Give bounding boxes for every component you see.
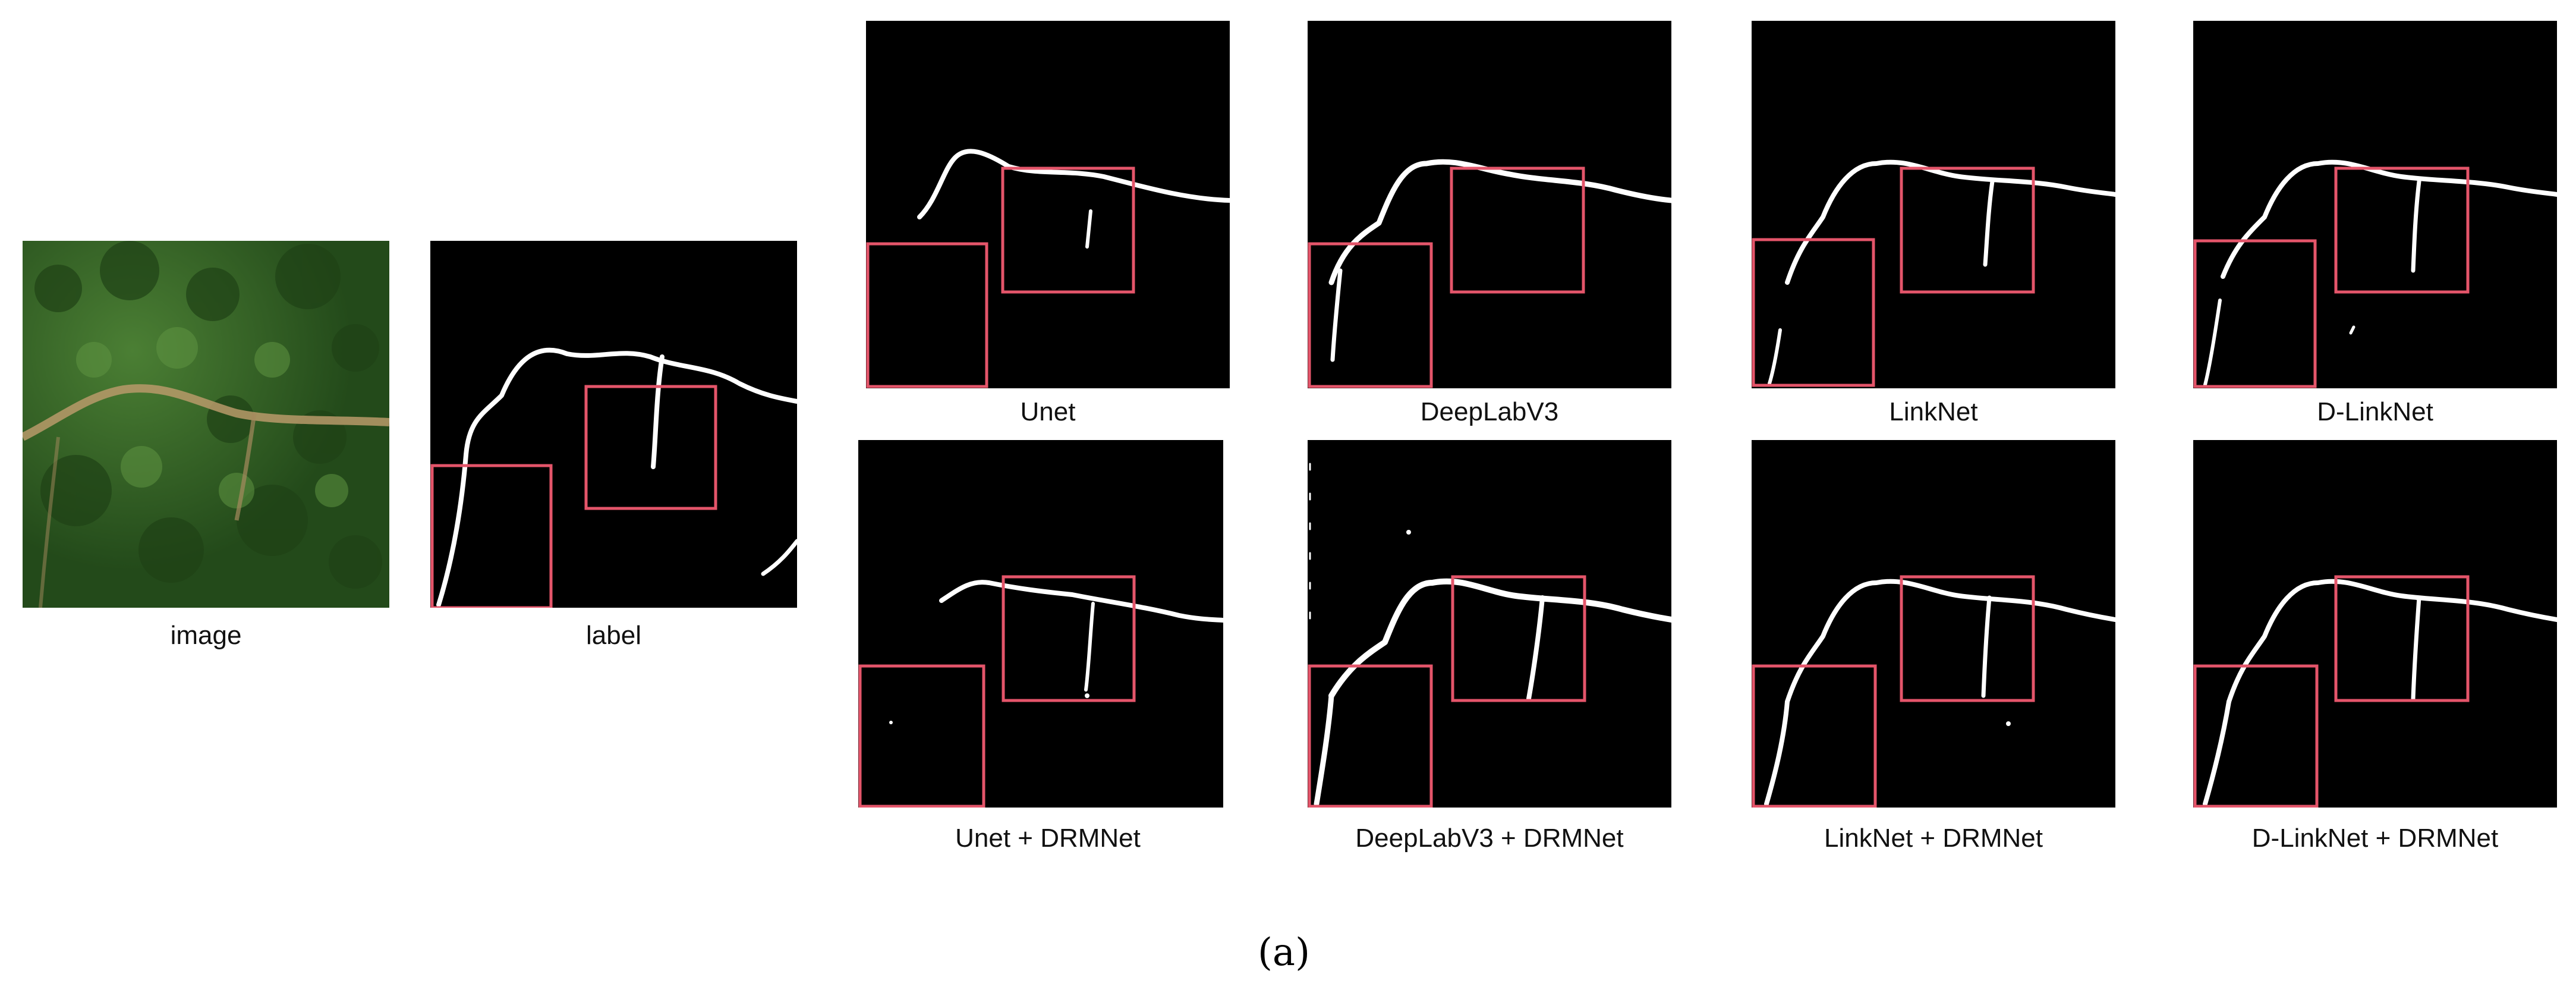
caption-d-linknet-drmnet: D-LinkNet + DRMNet (2251, 824, 2499, 853)
prediction-linknet (1752, 21, 2115, 388)
linknet-mask-art (1752, 159, 2115, 387)
prediction-d-linknet (2193, 21, 2557, 388)
prediction-deeplabv3-drmnet (1308, 440, 1671, 808)
aerial-image-art (23, 241, 389, 608)
d-linknet-drmnet-mask-art (2193, 575, 2557, 808)
deeplabv3-drmnet-mask-art (1308, 463, 1671, 808)
prediction-d-linknet-drmnet (2193, 440, 2557, 808)
label-mask-art (430, 347, 797, 608)
unet-drmnet-mask-art (858, 575, 1223, 808)
caption-unet: Unet (1020, 397, 1076, 426)
d-linknet-mask-art (2193, 159, 2557, 388)
subfigure-label: (a) (1257, 931, 1311, 975)
caption-linknet: LinkNet (1889, 397, 1978, 426)
prediction-deeplabv3 (1308, 21, 1671, 388)
prediction-unet (866, 21, 1230, 388)
input-aerial-image (23, 241, 389, 608)
label-caption: label (586, 621, 641, 650)
caption-linknet-drmnet: LinkNet + DRMNet (1824, 824, 2043, 853)
prediction-unet-drmnet (858, 440, 1223, 808)
deeplabv3-mask-art (1308, 159, 1671, 388)
unet-mask-art (866, 149, 1230, 388)
caption-d-linknet: D-LinkNet (2317, 397, 2433, 426)
image-caption: image (170, 621, 242, 650)
caption-unet-drmnet: Unet + DRMNet (955, 824, 1141, 853)
prediction-linknet-drmnet (1752, 440, 2115, 808)
caption-deeplabv3: DeepLabV3 (1420, 397, 1559, 426)
linknet-drmnet-mask-art (1752, 575, 2115, 808)
caption-deeplabv3-drmnet: DeepLabV3 + DRMNet (1355, 824, 1624, 853)
label-panel (430, 241, 797, 608)
